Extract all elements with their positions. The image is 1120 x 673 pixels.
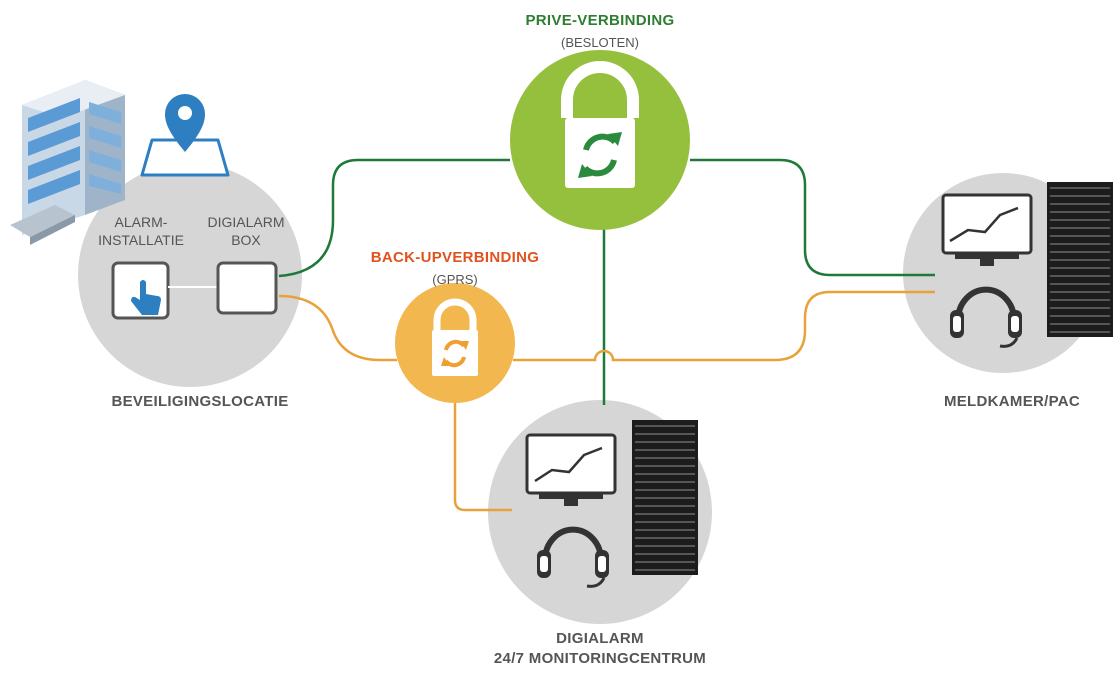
backup-connection-lines bbox=[278, 290, 935, 512]
monitoring-caption-line1: DIGIALARM bbox=[556, 630, 644, 647]
location-pin-icon bbox=[140, 94, 230, 177]
location-caption: BEVEILIGINGSLOCATIE bbox=[111, 393, 289, 410]
private-lock-group bbox=[510, 50, 690, 230]
alarm-label-line2: INSTALLATIE bbox=[98, 232, 184, 248]
location-circle bbox=[78, 163, 302, 387]
monitoring-monitor-icon bbox=[525, 433, 617, 506]
backup-connection-title: BACK-UPVERBINDING bbox=[370, 249, 540, 266]
private-connection-subtitle: (BESLOTEN) bbox=[560, 35, 639, 50]
monitoring-caption-line2: 24/7 MONITORINGCENTRUM bbox=[493, 650, 707, 667]
monitoring-server-rack-icon bbox=[632, 420, 698, 575]
backup-lock-group bbox=[395, 283, 515, 403]
monitoring-headset-icon bbox=[537, 526, 609, 588]
box-label-line2: BOX bbox=[231, 232, 261, 248]
private-sync-icon bbox=[582, 133, 618, 177]
control-room-caption: MELDKAMER/PAC bbox=[943, 393, 1081, 410]
backup-connection-subtitle: (GPRS) bbox=[432, 272, 478, 287]
building-icon bbox=[10, 80, 125, 245]
digialarm-box-label: DIGIALARM BOX bbox=[196, 213, 296, 249]
touch-panel-icon bbox=[111, 261, 170, 320]
control-room-monitor-icon bbox=[941, 193, 1033, 266]
alarm-label-line1: ALARM- bbox=[114, 214, 168, 230]
private-connection-lines bbox=[278, 158, 935, 405]
private-connection-title: PRIVE-VERBINDING bbox=[525, 12, 675, 29]
box-label-line1: DIGIALARM bbox=[207, 214, 285, 230]
digialarm-box-icon bbox=[216, 261, 278, 315]
control-room-headset-icon bbox=[950, 286, 1022, 348]
control-room-server-rack-icon bbox=[1047, 182, 1113, 337]
alarm-installation-label: ALARM- INSTALLATIE bbox=[98, 213, 184, 249]
